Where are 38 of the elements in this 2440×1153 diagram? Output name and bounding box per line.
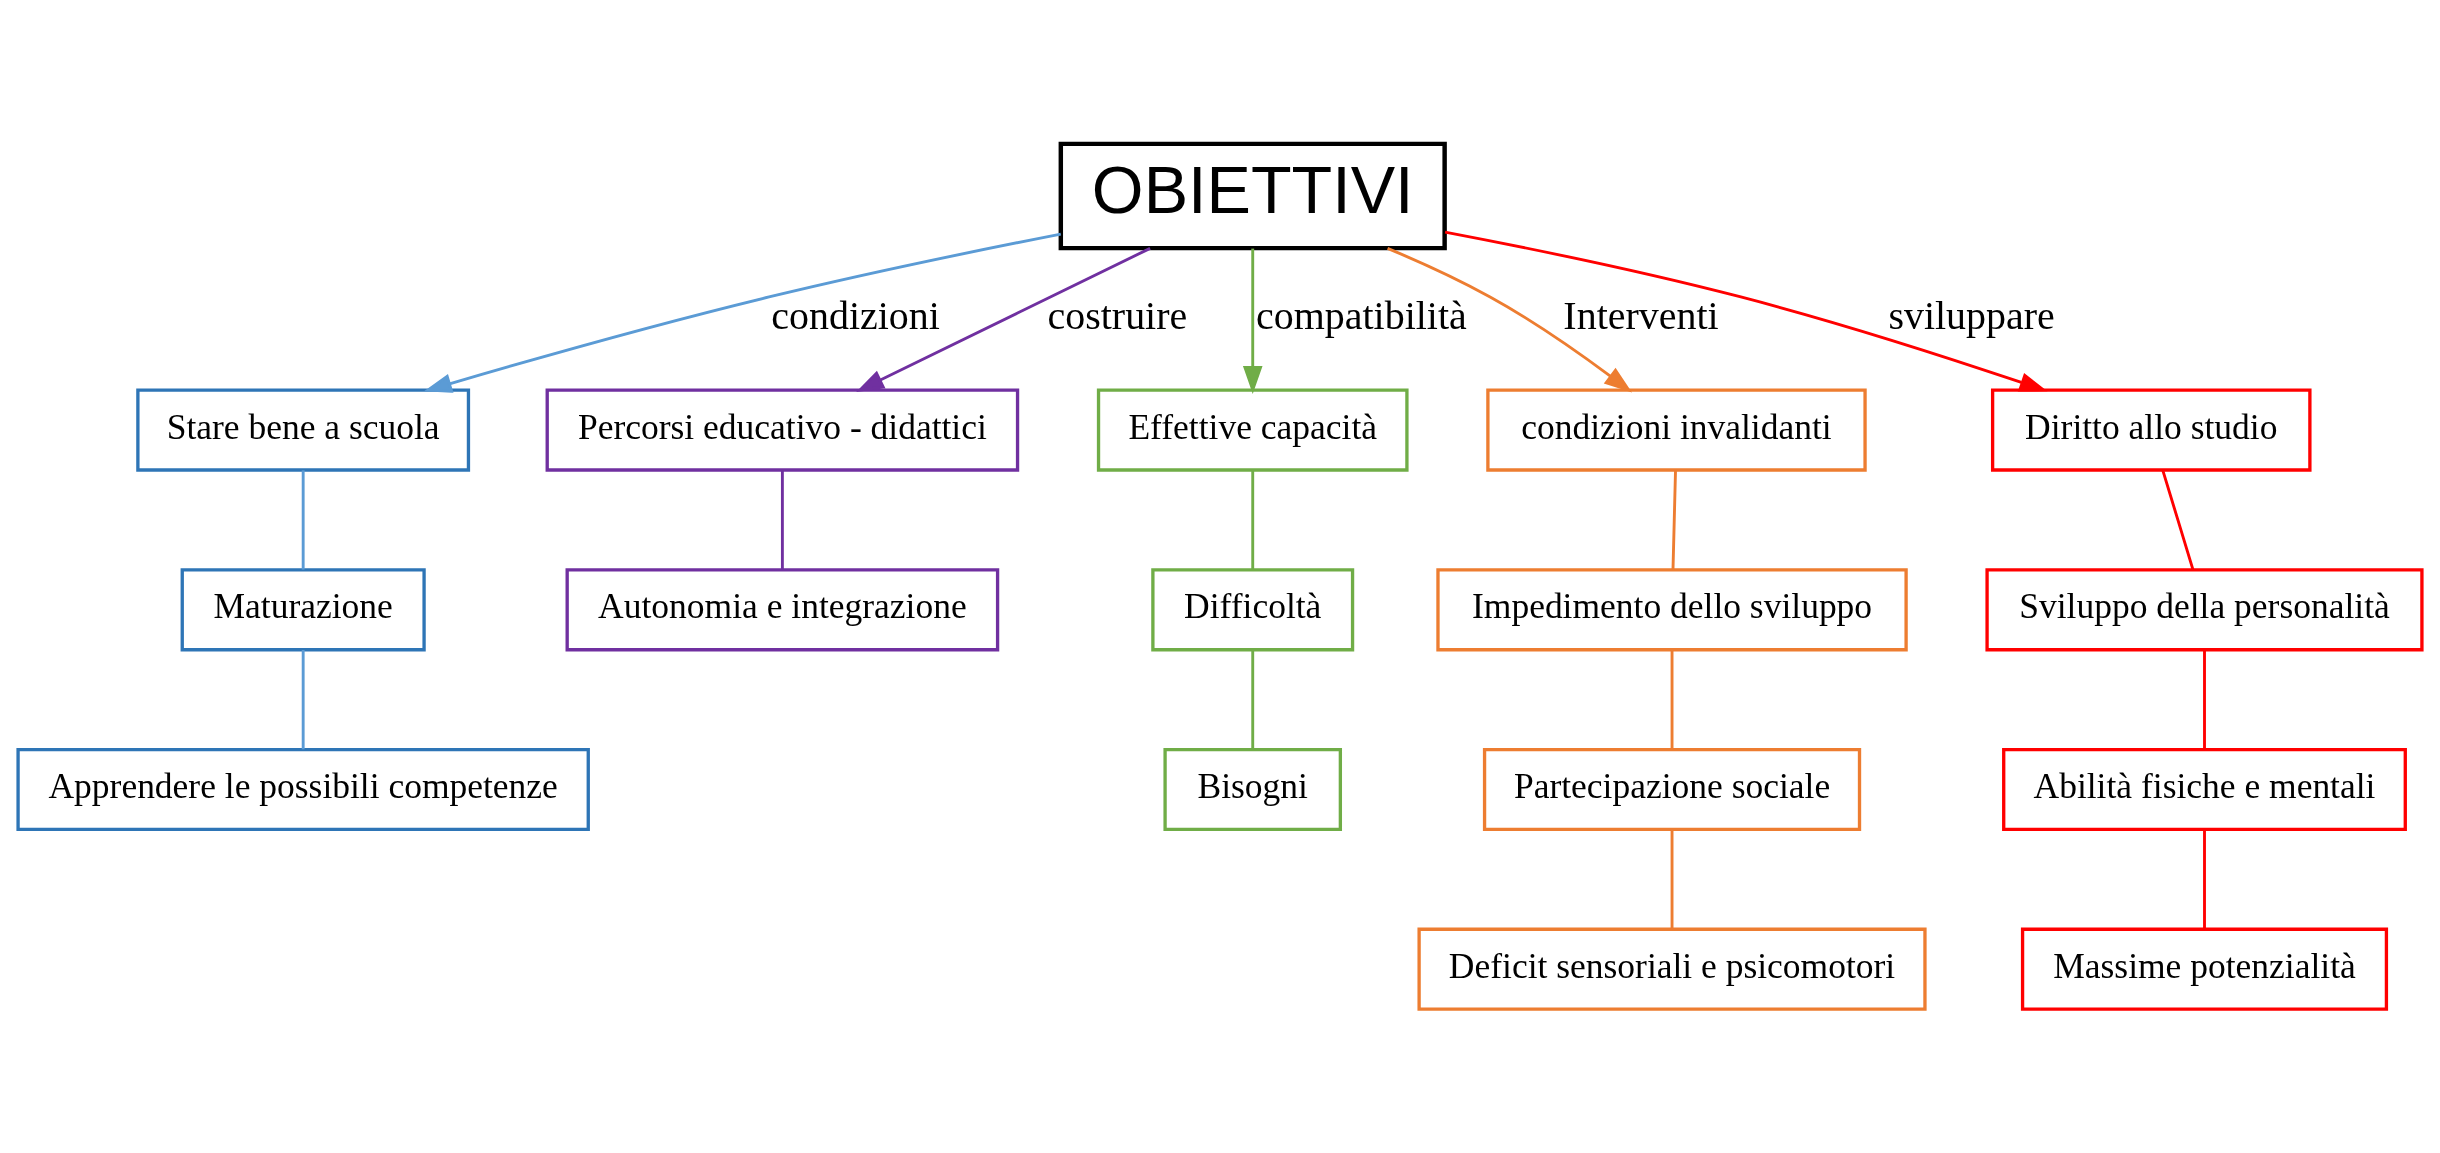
- edge-label: costruire: [1047, 292, 1188, 338]
- node-box: Difficoltà: [1151, 568, 1355, 652]
- edge-label: condizioni: [771, 292, 940, 338]
- connector: [2203, 650, 2206, 750]
- node-box: Impedimento dello sviluppo: [1436, 568, 1908, 652]
- edge-label: sviluppare: [1888, 292, 2055, 338]
- node-box: condizioni invalidanti: [1486, 388, 1867, 472]
- node-box: Deficit sensoriali e psicomotori: [1417, 927, 1927, 1011]
- arrow: [1387, 247, 1633, 393]
- connector: [301, 650, 305, 750]
- connector: [1251, 470, 1255, 570]
- node-box: OBIETTIVI: [1058, 141, 1447, 251]
- node-box: Bisogni: [1163, 747, 1343, 832]
- node-box: Massime potenzialità: [2020, 927, 2389, 1011]
- node-box: Stare bene a scuola: [136, 388, 471, 472]
- connector: [1670, 829, 1674, 929]
- arrow: [1242, 248, 1263, 395]
- connector: [780, 470, 784, 570]
- node-box: Maturazione: [180, 568, 426, 652]
- arrow: [856, 247, 1151, 392]
- node-box: Apprendere le possibili competenze: [16, 747, 590, 832]
- edge-label: Interventi: [1563, 292, 1719, 338]
- node-box: Percorsi educativo - didattici: [545, 388, 1020, 472]
- node-box: Autonomia e integrazione: [565, 568, 1000, 652]
- node-box: Partecipazione sociale: [1482, 747, 1862, 832]
- arrow: [1444, 230, 2048, 392]
- connector: [1671, 470, 1677, 570]
- edge-label: compatibilità: [1256, 292, 1467, 338]
- arrow: [423, 232, 1062, 393]
- node-box: Diritto allo studio: [1990, 388, 2312, 472]
- connector: [1251, 650, 1255, 750]
- connector: [2161, 469, 2195, 570]
- node-box: Effettive capacità: [1096, 388, 1409, 472]
- connector: [2203, 829, 2206, 929]
- node-box: Sviluppo della personalità: [1985, 568, 2424, 652]
- connector: [301, 470, 305, 570]
- node-box: Abilità fisiche e mentali: [2002, 747, 2407, 832]
- connector: [1670, 650, 1674, 750]
